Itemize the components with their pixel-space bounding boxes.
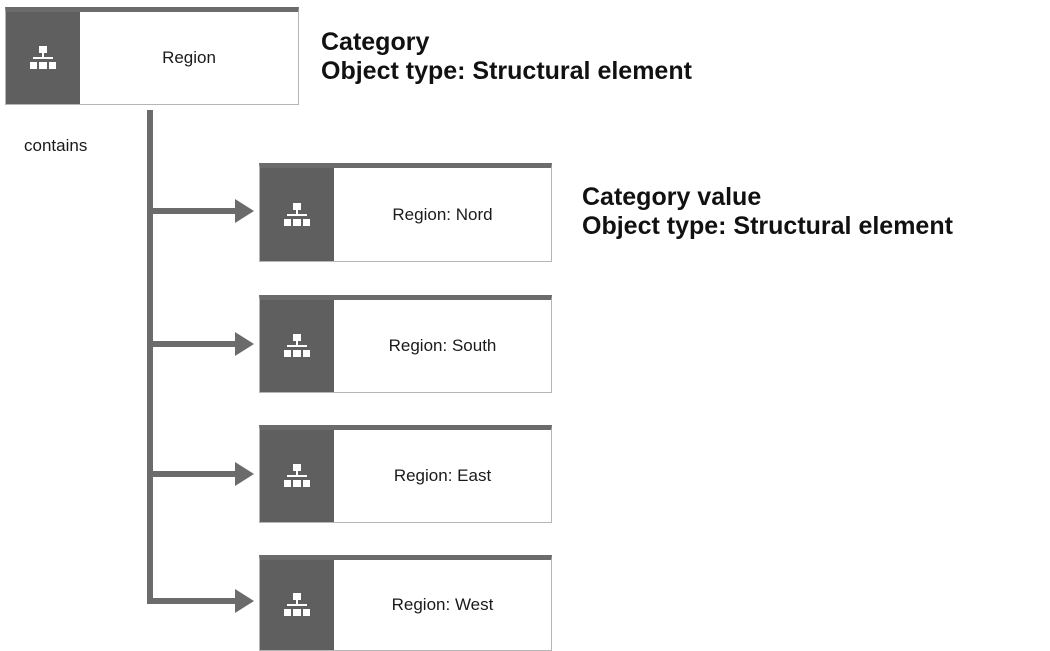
arrowhead-west bbox=[235, 589, 254, 613]
child-node-icon-box bbox=[260, 300, 334, 392]
child-node-label: Region: South bbox=[388, 336, 497, 355]
root-caption: Category Object type: Structural element bbox=[321, 28, 692, 86]
child-caption-category-value: Category value bbox=[582, 183, 762, 211]
root-node[interactable]: Region bbox=[5, 7, 299, 105]
child-node-nord[interactable]: Region: Nord bbox=[259, 163, 552, 262]
root-node-icon-box bbox=[6, 12, 80, 104]
relation-label: contains bbox=[24, 136, 88, 155]
hierarchy-icon bbox=[30, 46, 56, 69]
branch-line-west bbox=[150, 598, 237, 604]
root-caption-object-type: Object type: Structural element bbox=[321, 57, 692, 85]
child-node-icon-box bbox=[260, 560, 334, 650]
child-node-label: Region: East bbox=[393, 466, 492, 485]
child-node-icon-box bbox=[260, 168, 334, 261]
hierarchy-icon bbox=[284, 202, 310, 226]
root-node-label: Region bbox=[162, 48, 216, 67]
child-node-west[interactable]: Region: West bbox=[259, 555, 552, 651]
child-node-label: Region: Nord bbox=[392, 204, 493, 224]
child-caption: Category value Object type: Structural e… bbox=[582, 183, 953, 241]
child-node-label: Region: West bbox=[391, 595, 494, 614]
arrowhead-south bbox=[235, 332, 254, 356]
child-caption-object-type: Object type: Structural element bbox=[582, 212, 953, 240]
hierarchy-icon bbox=[284, 464, 310, 487]
arrowhead-nord bbox=[235, 199, 254, 223]
branch-line-south bbox=[150, 341, 237, 347]
branch-line-nord bbox=[150, 208, 237, 214]
arrowhead-east bbox=[235, 462, 254, 486]
hierarchy-icon bbox=[284, 334, 310, 357]
child-node-east[interactable]: Region: East bbox=[259, 425, 552, 523]
child-node-south[interactable]: Region: South bbox=[259, 295, 552, 393]
root-caption-category: Category bbox=[321, 28, 430, 56]
child-node-icon-box bbox=[260, 430, 334, 522]
trunk-line bbox=[147, 110, 153, 604]
branch-line-east bbox=[150, 471, 237, 477]
hierarchy-icon bbox=[284, 593, 310, 616]
